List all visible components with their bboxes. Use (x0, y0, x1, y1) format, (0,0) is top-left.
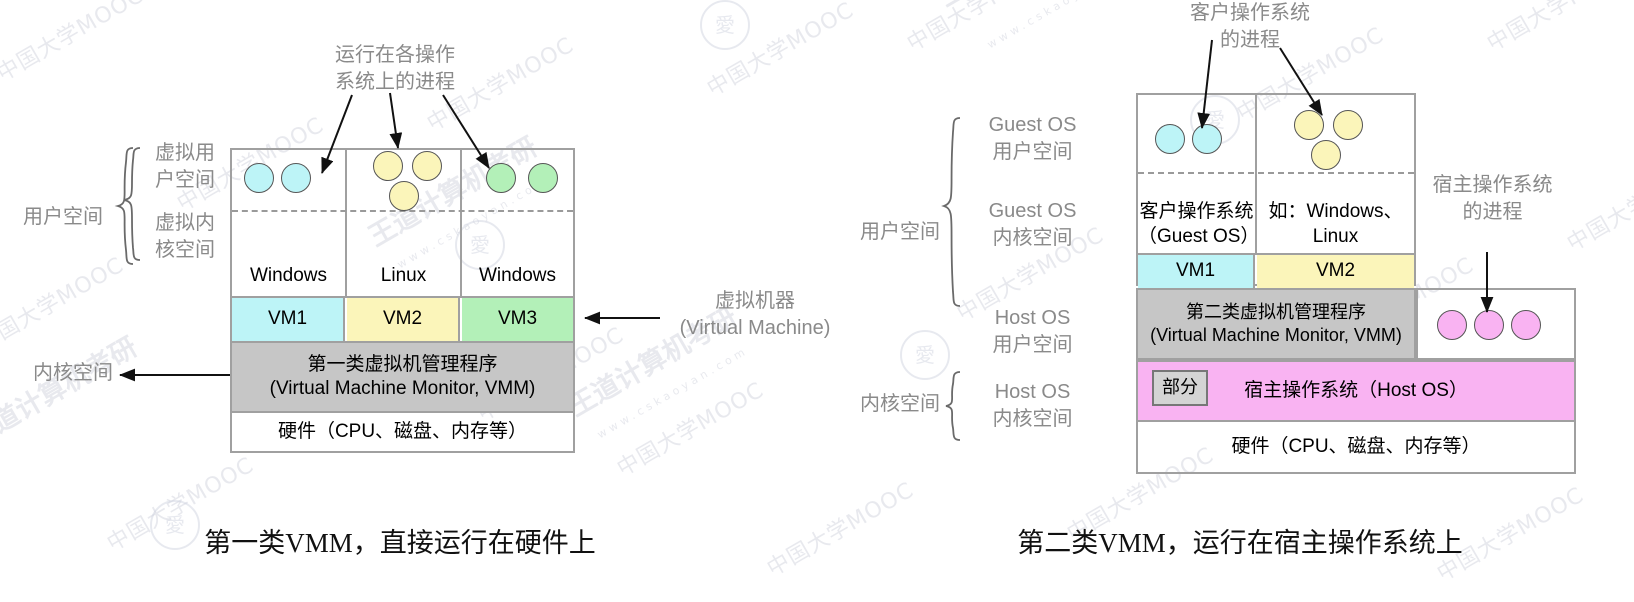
vm-row-top-border (230, 296, 575, 298)
right-caption: 第二类VMM，运行在宿主操作系统上 (1017, 528, 1463, 558)
guest-os-name: Windows (478, 264, 557, 286)
vm-cell-vm3: VM3 (462, 298, 573, 341)
right-vm-cell-vm1: VM1 (1138, 255, 1255, 288)
guest-os-name: Windows (249, 264, 328, 286)
process-circle (373, 151, 403, 181)
guest-process-circle (1311, 140, 1341, 170)
brace-user-space-right (941, 117, 961, 307)
vm-label: VM3 (497, 308, 538, 330)
guest-os-line-2: （Guest OS） (1138, 225, 1260, 247)
vmm-block: 第一类虚拟机管理程序 (Virtual Machine Monitor, VMM… (232, 341, 573, 413)
vmm-line-1: 第二类虚拟机管理程序 (1186, 301, 1366, 322)
right-vm-cell-vm2: VM2 (1257, 255, 1414, 288)
label-kernel-space-left: 内核空间 (33, 362, 113, 384)
label-virtual-kernel-space: 虚拟内 核空间 (155, 212, 215, 261)
column-separator-1 (345, 148, 347, 296)
vmm-line-2: (Virtual Machine Monitor, VMM) (269, 378, 536, 399)
label-kernel-space-right: 内核空间 (860, 393, 940, 415)
guest-process-arrow-1 (1197, 39, 1213, 129)
process-circle (389, 181, 419, 211)
process-circle (244, 163, 274, 193)
vm-label: VM1 (1175, 260, 1216, 282)
annotation-processes: 运行在各操作 系统上的进程 (335, 44, 455, 93)
right-hardware-block: 硬件（CPU、磁盘、内存等） (1136, 422, 1576, 474)
user-kernel-divider-left (232, 210, 573, 212)
guest-process-circle (1155, 124, 1185, 154)
process-arrow-left-3 (442, 94, 490, 169)
label-virtual-user-space: 虚拟用 户空间 (155, 142, 215, 191)
column-separator-2 (460, 148, 462, 296)
label-host-os-kernel-space: Host OS 内核空间 (992, 381, 1073, 430)
process-circle (412, 151, 442, 181)
guest-process-circle (1333, 110, 1363, 140)
host-os-label: 宿主操作系统（Host OS） (1244, 379, 1468, 401)
right-vmm-block: 第二类虚拟机管理程序 (Virtual Machine Monitor, VMM… (1136, 288, 1416, 360)
guest-os-cell-1: 客户操作系统 （Guest OS） (1138, 196, 1260, 253)
label-user-space-right: 用户空间 (860, 221, 940, 243)
guest-process-circle (1192, 124, 1222, 154)
host-process-circle (1437, 310, 1467, 340)
process-circle (281, 163, 311, 193)
host-os-block: 宿主操作系统（Host OS） (1136, 360, 1576, 422)
label-guest-os-user-space: Guest OS 用户空间 (988, 114, 1077, 163)
guest-os-line-2: Linux (1312, 225, 1359, 247)
process-circle (486, 163, 516, 193)
guest-user-kernel-divider (1138, 172, 1414, 174)
process-arrow-left-2 (389, 92, 403, 149)
host-process-circle (1511, 310, 1541, 340)
label-host-os-user-space: Host OS 用户空间 (992, 307, 1073, 356)
hardware-block: 硬件（CPU、磁盘、内存等） (277, 420, 528, 442)
brace-kernel-space-right (945, 371, 961, 441)
guest-os-cell-2: 如：Windows、 Linux (1257, 196, 1414, 253)
partial-badge: 部分 (1152, 370, 1208, 406)
vm-cell-vm1: VM1 (232, 298, 345, 341)
guest-os-name: Linux (380, 264, 427, 286)
left-caption: 第一类VMM，直接运行在硬件上 (204, 528, 596, 558)
host-process-box (1416, 288, 1576, 360)
label-user-space-left: 用户空间 (23, 206, 103, 228)
guest-os-line-1: 如：Windows、 (1268, 201, 1403, 223)
vm-label: VM2 (1315, 260, 1356, 282)
process-arrow-left-1 (321, 94, 353, 174)
vm-cell-vm2: VM2 (347, 298, 460, 341)
label-guest-os-kernel-space: Guest OS 内核空间 (988, 200, 1077, 249)
annotation-host-processes: 宿主操作系统 的进程 (1432, 174, 1553, 223)
annotation-virtual-machine: 虚拟机器 (Virtual Machine) (679, 290, 831, 339)
guest-process-arrow-2 (1279, 47, 1323, 116)
vm-label: VM2 (382, 308, 423, 330)
annotation-guest-processes: 客户操作系统 的进程 (1190, 2, 1310, 51)
brace-virtual-space (114, 147, 134, 265)
process-circle (528, 163, 558, 193)
guest-os-line-1: 客户操作系统 (1139, 201, 1254, 223)
left-stack-frame (230, 148, 575, 453)
vmm-line-2: (Virtual Machine Monitor, VMM) (1150, 325, 1402, 345)
right-vm-row-top-border (1136, 253, 1416, 255)
vmm-line-1: 第一类虚拟机管理程序 (307, 353, 498, 375)
vm-label: VM1 (267, 308, 308, 330)
